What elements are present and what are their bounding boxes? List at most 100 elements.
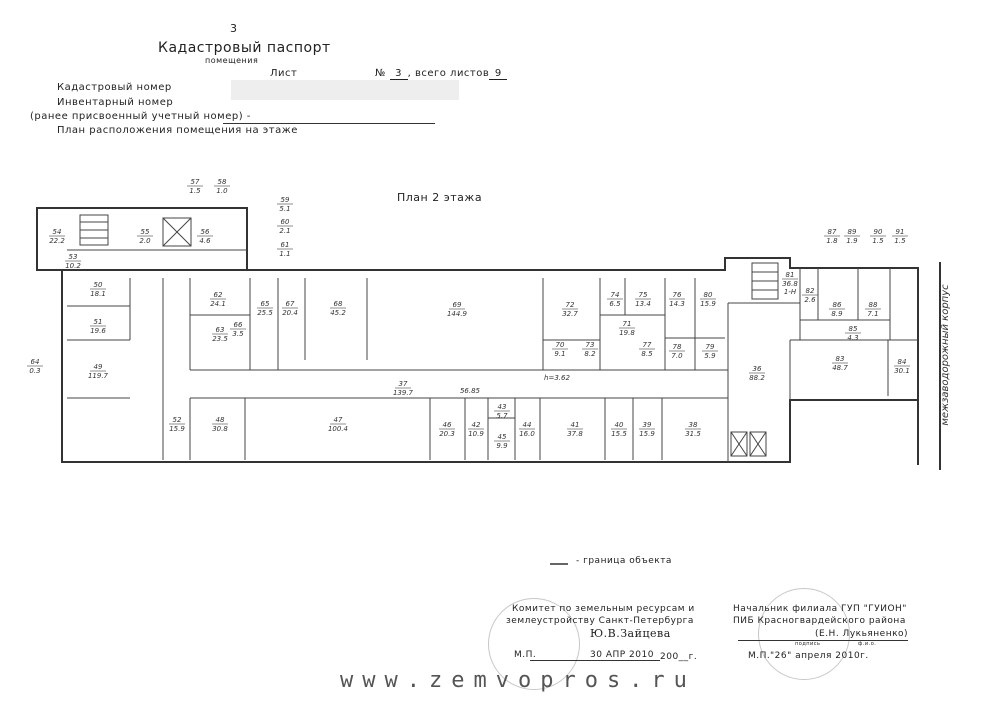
room-number: 89	[848, 228, 857, 236]
room-number: 58	[218, 178, 227, 186]
room-area: 0.3	[29, 367, 40, 375]
room-number: 39	[643, 421, 652, 429]
room-area: 10.2	[65, 262, 81, 270]
room-label: 787.0	[669, 343, 685, 360]
committee-line-2: землеустройству Санкт-Петербурга	[506, 616, 694, 626]
room-label: 611.1	[277, 241, 293, 258]
plan-location-label: План расположения помещения на этаже	[57, 125, 298, 136]
room-area: 144.9	[447, 310, 468, 318]
room-number: 63	[216, 326, 225, 334]
guion-stamp	[758, 588, 850, 680]
room-area: 19.6	[90, 327, 106, 335]
room-area: 15.9	[169, 425, 185, 433]
room-label: 891.9	[844, 228, 860, 245]
room-number: 38	[689, 421, 698, 429]
room-area: 23.5	[212, 335, 228, 343]
room-label: 435.7	[494, 403, 510, 420]
room-label: 871.8	[824, 228, 840, 245]
room-label: 595.1	[277, 196, 293, 213]
room-area: 22.2	[49, 237, 65, 245]
room-number: 65	[261, 300, 270, 308]
room-number: 36	[753, 365, 762, 373]
room-number: 87	[828, 228, 837, 236]
sheet-label: Лист	[270, 68, 298, 79]
room-number: 73	[586, 341, 595, 349]
bottom-room-dividers	[244, 398, 663, 460]
room-label: 778.5	[639, 341, 655, 358]
room-area: 20.3	[439, 430, 455, 438]
page-number: 3	[230, 22, 238, 35]
room-number: 66	[234, 321, 243, 329]
redacted-field	[231, 80, 459, 100]
room-number: 84	[898, 358, 907, 366]
room-number: 43	[498, 403, 507, 411]
room-label: 822.6	[802, 287, 818, 304]
room-number: 40	[615, 421, 624, 429]
room-area: 32.7	[562, 310, 578, 318]
room-number: 47	[334, 416, 343, 424]
room-number: 85	[849, 325, 858, 333]
room-area: 2.0	[139, 237, 151, 245]
room-number: 67	[286, 300, 295, 308]
room-number: 46	[443, 421, 452, 429]
document-subtitle: помещения	[205, 56, 259, 65]
watermark: www.zemvopros.ru	[340, 668, 696, 693]
room-label: 571.5	[187, 178, 203, 195]
guion-line-1: Начальник филиала ГУП "ГУИОН"	[733, 604, 907, 614]
room-label: 663.5	[230, 321, 246, 338]
room-area: 30.1	[894, 367, 910, 375]
room-area: 2.1	[279, 227, 290, 235]
room-label: 459.9	[494, 433, 510, 450]
room-area: 15.9	[639, 430, 655, 438]
room-number: 56	[201, 228, 210, 236]
room-area: 9.1	[554, 350, 565, 358]
inventory-number-label: Инвентарный номер	[57, 97, 174, 108]
room-number: 71	[623, 320, 632, 328]
committee-signatory: Ю.В.Зайцева	[590, 627, 671, 640]
guion-line-2: ПИБ Красногвардейского района	[733, 616, 906, 626]
room-area: 15.5	[611, 430, 627, 438]
room-number: 61	[281, 241, 290, 249]
room-area: 45.2	[330, 309, 346, 317]
elevator-icon	[162, 217, 767, 457]
plan-title: План 2 этажа	[397, 191, 483, 204]
room-area: 36.8	[782, 280, 798, 288]
room-area: 24.1	[210, 300, 226, 308]
room-area: 15.9	[700, 300, 716, 308]
room-number: 49	[94, 363, 103, 371]
room-area: 6.5	[609, 300, 621, 308]
room-area: 10.9	[468, 430, 484, 438]
room-label: 581.0	[214, 178, 230, 195]
room-area: 37.8	[567, 430, 583, 438]
room-area: 119.7	[88, 372, 109, 380]
room-number: 51	[94, 318, 103, 326]
room-number: 41	[571, 421, 580, 429]
room-area: 8.2	[584, 350, 596, 358]
document-title: Кадастровый паспорт	[158, 40, 331, 56]
committee-stamp-date: 30 АПР 2010	[590, 650, 654, 660]
room-area: 5.1	[279, 205, 290, 213]
previous-number-line	[223, 123, 435, 124]
room-number: 76	[673, 291, 682, 299]
room-label: 709.1	[552, 341, 568, 358]
room-label: 795.9	[702, 343, 718, 360]
room-number: 74	[611, 291, 620, 299]
room-number: 83	[836, 355, 845, 363]
right-wing-dividers	[727, 268, 918, 462]
